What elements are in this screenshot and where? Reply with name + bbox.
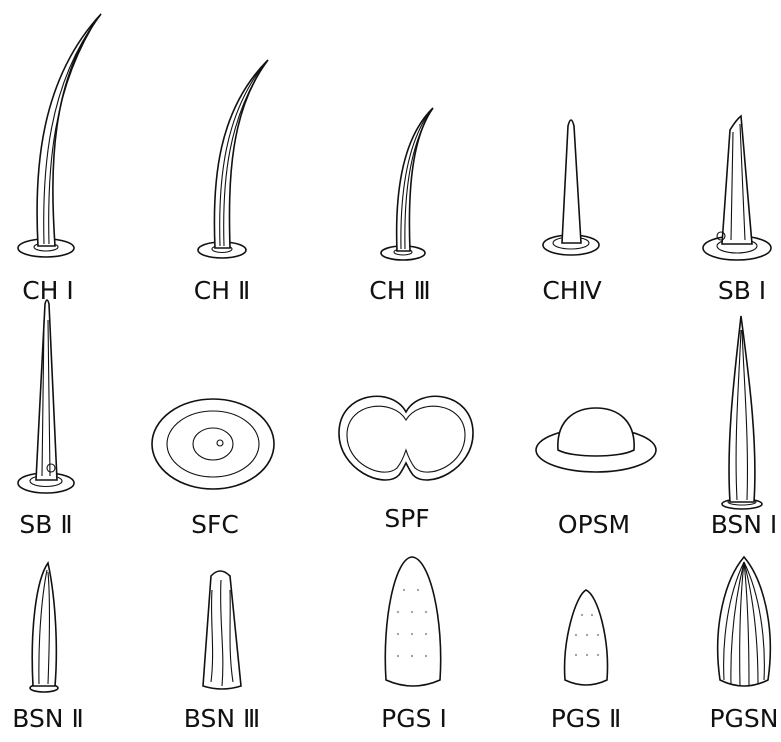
- sensillum-pgs-i-drawing: [385, 557, 440, 686]
- label-bsn-ii: BSN Ⅱ: [12, 706, 84, 731]
- label-sb-i: SB Ⅰ: [718, 278, 766, 303]
- label-ch-ii: CH Ⅱ: [194, 278, 251, 303]
- label-bsn-i: BSN Ⅰ: [711, 512, 778, 537]
- label-opsm: OPSM: [558, 512, 630, 537]
- sensillum-ch-iii-drawing: [381, 108, 433, 260]
- label-spf: SPF: [384, 506, 429, 531]
- sensillum-pgsn-drawing: [718, 557, 771, 686]
- sensillum-bsn-iii-drawing: [203, 571, 241, 689]
- sensillum-sb-ii-drawing: [18, 300, 74, 493]
- sensillum-ch-ii-drawing: [198, 60, 268, 258]
- label-pgs-i: PGS Ⅰ: [381, 706, 447, 731]
- sensillum-sfc-drawing: [152, 399, 274, 489]
- label-bsn-iii: BSN Ⅲ: [184, 706, 260, 731]
- sensillum-ch-iv-drawing: [543, 120, 599, 255]
- sensillum-opsm-drawing: [536, 408, 656, 472]
- sensillum-pgs-ii-drawing: [565, 590, 608, 685]
- label-pgsn: PGSN: [709, 706, 778, 731]
- label-ch-iii: CH Ⅲ: [369, 278, 430, 303]
- sensillum-bsn-i-drawing: [722, 316, 762, 509]
- sensillum-spf-drawing: [339, 396, 473, 480]
- label-sfc: SFC: [191, 512, 239, 537]
- sensillum-bsn-ii-drawing: [30, 563, 58, 692]
- sensillum-sb-i-drawing: [703, 116, 771, 260]
- label-pgs-ii: PGS Ⅱ: [551, 706, 622, 731]
- sensillum-ch-i-drawing: [18, 14, 101, 257]
- label-ch-i: CH Ⅰ: [22, 278, 74, 303]
- label-ch-iv: CHⅣ: [542, 278, 601, 303]
- label-sb-ii: SB Ⅱ: [19, 512, 72, 537]
